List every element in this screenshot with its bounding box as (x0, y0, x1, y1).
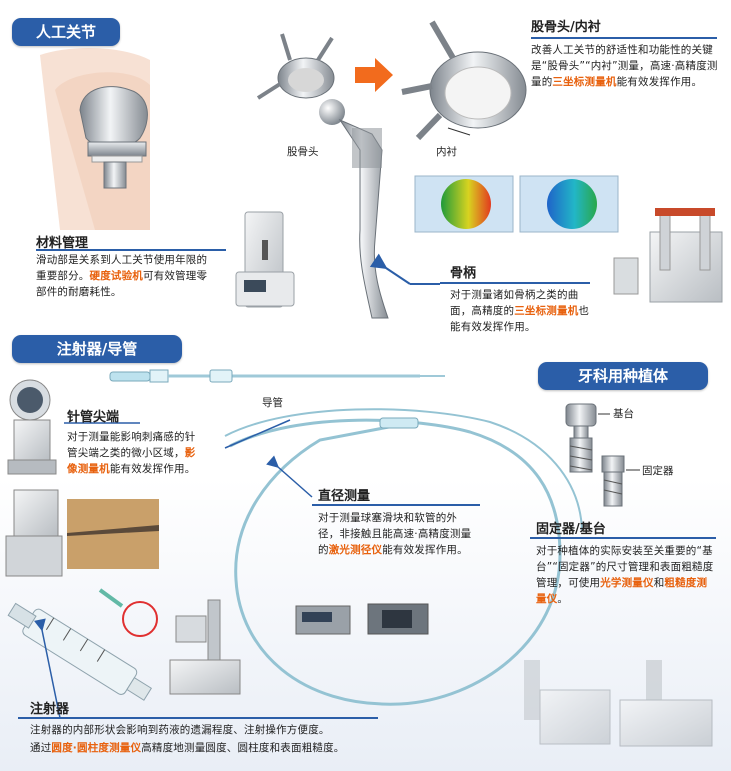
section-dental-pill: 牙科用种植体 (538, 362, 708, 390)
femoral-head-liner-desc: 改善人工关节的舒适性和功能性的关键是“股骨头”“内衬”测量，高速·高精度测量的三… (531, 44, 718, 88)
knee-joint-image (40, 48, 150, 231)
syringe-title: 注射器 (30, 702, 70, 717)
diameter-rule (312, 504, 480, 506)
stem-rule (440, 282, 590, 284)
syringe-line-2: 通过圆度·圆柱度测量仪高精度地测量圆度、圆柱度和表面粗糙度。 (30, 742, 345, 754)
femoral-head-label: 股骨头 (287, 146, 319, 158)
laser-scan-micrometer-image (295, 603, 429, 635)
acetabular-cup-image (256, 33, 335, 100)
diameter-title: 直径测量 (318, 489, 371, 504)
material-management-rule (36, 249, 226, 251)
dental-abutment-image (565, 403, 597, 473)
optical-measuring-machine-image (524, 660, 611, 745)
cmm-machine-image (613, 208, 723, 303)
vision-measuring-machine-image (5, 489, 63, 577)
dental-fixture-image (601, 455, 625, 507)
liner-image (401, 20, 527, 141)
catheter-image (109, 369, 583, 706)
orange-arrow-icon (355, 58, 393, 92)
roundness-tester-image (169, 599, 241, 695)
catheter-label: 导管 (262, 397, 283, 409)
needle-tip-highlight: 影像测量机 (67, 447, 196, 475)
femoral-stem-image (319, 99, 389, 319)
material-management-highlight: 硬度试验机 (89, 270, 143, 282)
diameter-desc: 对于测量球塞滑块和软管的外径，非接触且能高速·高精度测量的激光测径仪能有效发挥作… (318, 512, 472, 556)
hardness-tester-image (235, 211, 295, 308)
syringe-rule (18, 717, 378, 719)
fixture-abutment-highlight-2: 粗糙度测量仪 (536, 577, 708, 605)
fixture-abutment-desc: 对于种植体的实际安装至关重要的“基台”“固定器”的尺寸管理和表面粗糙度管理，可使… (536, 545, 714, 605)
diameter-highlight: 激光测径仪 (328, 544, 383, 556)
femoral-head-liner-title: 股骨头/内衬 (531, 20, 601, 35)
fixture-abutment-title: 固定器/基台 (536, 522, 606, 537)
femoral-head-liner-rule (531, 37, 717, 39)
abutment-label: 基台 (613, 408, 634, 420)
needle-tip-desc: 对于测量能影响刺痛感的针管尖端之类的微小区域，影像测量机能有效发挥作用。 (67, 431, 196, 475)
material-management-title: 材料管理 (36, 236, 89, 251)
measurement-color-maps (414, 175, 619, 233)
fixture-abutment-highlight-1: 光学测量仪 (600, 577, 654, 589)
femoral-head-liner-highlight: 三坐标测量机 (552, 76, 617, 88)
profile-projector-image (7, 379, 57, 475)
liner-label: 内衬 (436, 146, 457, 158)
material-management-desc: 滑动部是关系到人工关节使用年限的重要部分。硬度试验机可有效管理零部件的耐磨耗性。 (36, 254, 208, 298)
section-joint-pill: 人工关节 (12, 18, 120, 46)
stem-desc: 对于测量诸如骨柄之类的曲面，高精度的三坐标测量机也能有效发挥作用。 (450, 289, 590, 333)
needle-tip-title: 针管尖端 (67, 410, 120, 425)
section-syringe-pill: 注射器/导管 (12, 335, 182, 363)
syringe-highlight: 圆度·圆柱度测量仪 (51, 742, 142, 754)
stem-highlight: 三坐标测量机 (514, 305, 579, 317)
syringe-image (7, 588, 158, 701)
fixture-abutment-rule (530, 537, 716, 539)
syringe-line-1: 注射器的内部形状会影响到药液的遗漏程度、注射操作方便度。 (30, 724, 330, 736)
needle-tip-photo (67, 499, 159, 569)
roughness-tester-image (619, 660, 713, 747)
fixture-label: 固定器 (642, 465, 674, 477)
stem-title: 骨柄 (450, 266, 477, 281)
